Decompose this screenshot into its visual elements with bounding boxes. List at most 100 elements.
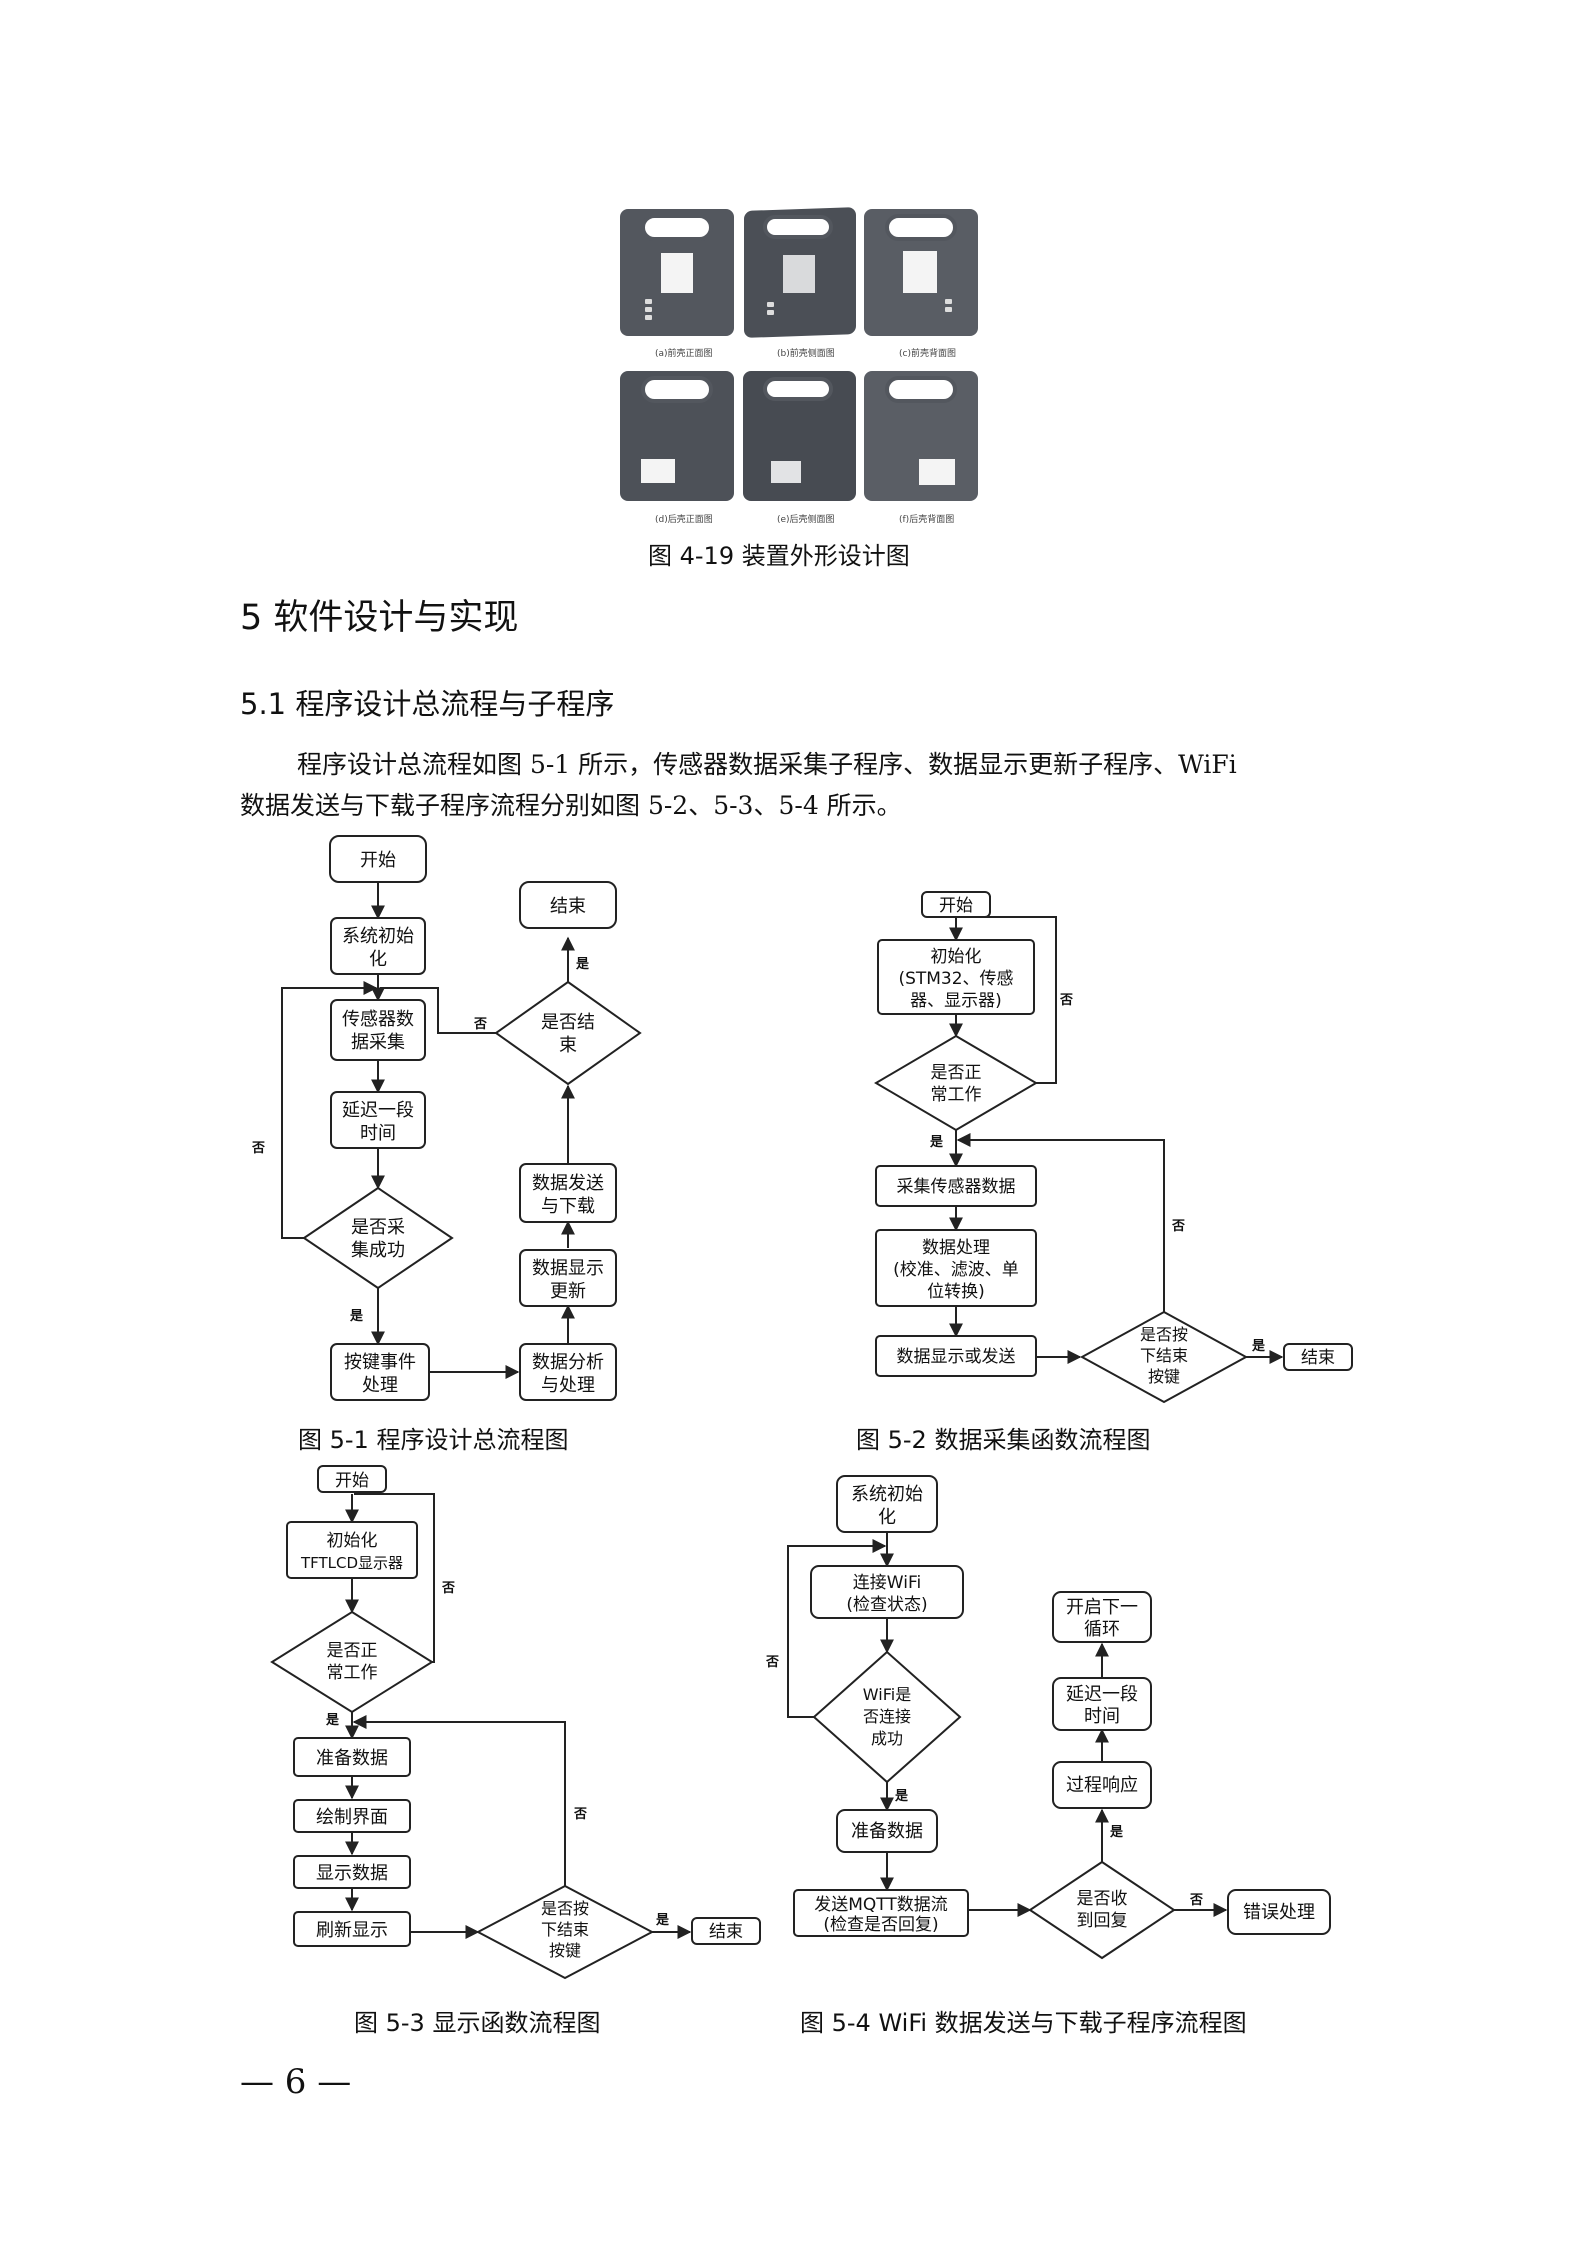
process-response-node: 过程响应 [1052, 1761, 1152, 1809]
thumb-caption: (c)前壳背面图 [899, 349, 956, 359]
thumb-caption: (e)后壳侧面图 [777, 515, 835, 525]
end-key-decision: 是否按 下结束 按键 [475, 1884, 655, 1980]
svg-text:数据分析: 数据分析 [532, 1352, 604, 1373]
svg-text:(检查是否回复): (检查是否回复) [823, 1915, 938, 1935]
svg-text:WiFi是: WiFi是 [863, 1685, 911, 1704]
svg-text:结束: 结束 [709, 1922, 743, 1942]
system-init-node: 系统初始 化 [836, 1475, 938, 1533]
no-label: 否 [251, 1141, 265, 1156]
svg-text:是否采: 是否采 [351, 1217, 405, 1238]
no-label: 否 [441, 1581, 455, 1596]
svg-text:错误处理: 错误处理 [1243, 1902, 1315, 1923]
no-label: 否 [765, 1655, 779, 1670]
system-init-node: 系统初始 化 [330, 917, 426, 975]
no-label: 否 [1171, 1219, 1185, 1234]
thumb-caption: (a)前壳正面图 [655, 349, 713, 359]
end-node: 结束 [691, 1917, 761, 1945]
body-paragraph-line-1: 程序设计总流程如图 5-1 所示，传感器数据采集子程序、数据显示更新子程序、Wi… [297, 750, 1237, 779]
wifi-connected-decision: WiFi是 否连接 成功 [812, 1650, 962, 1784]
svg-text:延迟一段: 延迟一段 [1066, 1684, 1138, 1705]
svg-text:是否正: 是否正 [931, 1063, 982, 1083]
svg-text:连接WiFi: 连接WiFi [853, 1573, 921, 1593]
svg-text:下结束: 下结束 [541, 1920, 589, 1939]
figure-5-3-caption: 图 5-3 显示函数流程图 [354, 2009, 601, 2037]
svg-text:(校准、滤波、单: (校准、滤波、单 [893, 1260, 1019, 1280]
rear-shell-side-view: (e)后壳侧面图 [741, 369, 857, 529]
svg-text:准备数据: 准备数据 [851, 1821, 923, 1842]
svg-text:化: 化 [369, 949, 387, 970]
svg-text:按键: 按键 [549, 1941, 581, 1960]
svg-text:开始: 开始 [335, 1471, 369, 1491]
flowchart-5-2: 否 是 否 是 开始 初始化 (STM32、传感 器、显示器) 是否正 常工作 … [874, 891, 1353, 1404]
svg-text:开始: 开始 [939, 896, 973, 916]
yes-label: 是 [929, 1135, 944, 1150]
thumb-caption: (f)后壳背面图 [899, 515, 955, 525]
yes-label: 是 [575, 957, 590, 972]
start-node: 开始 [921, 891, 991, 918]
svg-text:时间: 时间 [360, 1123, 396, 1144]
error-handling-node: 错误处理 [1227, 1889, 1331, 1935]
subsection-heading: 5.1 程序设计总流程与子程序 [240, 687, 615, 721]
front-shell-side-view: (b)前壳侧面图 [741, 207, 857, 359]
no-label: 否 [473, 1017, 487, 1032]
start-node: 开始 [317, 1465, 387, 1493]
svg-text:(STM32、传感: (STM32、传感 [898, 969, 1013, 989]
svg-text:按键事件: 按键事件 [344, 1352, 416, 1373]
svg-text:(检查状态): (检查状态) [846, 1595, 927, 1615]
delay-node: 延迟一段 时间 [1052, 1677, 1152, 1731]
collect-sensor-node: 采集传感器数据 [875, 1165, 1037, 1207]
svg-text:过程响应: 过程响应 [1066, 1775, 1138, 1796]
svg-text:传感器数: 传感器数 [342, 1009, 414, 1030]
figure-4-19-caption: 图 4-19 装置外形设计图 [648, 542, 910, 570]
svg-text:系统初始: 系统初始 [342, 926, 414, 947]
svg-text:准备数据: 准备数据 [316, 1748, 388, 1769]
svg-text:下结束: 下结束 [1140, 1346, 1188, 1365]
section-heading: 5 软件设计与实现 [240, 598, 519, 638]
front-shell-front-view: (a)前壳正面图 [619, 207, 735, 359]
svg-text:按键: 按键 [1148, 1367, 1180, 1386]
svg-text:绘制界面: 绘制界面 [316, 1807, 388, 1828]
svg-text:成功: 成功 [871, 1729, 903, 1748]
thumb-caption: (b)前壳侧面图 [777, 349, 835, 359]
svg-text:数据处理: 数据处理 [922, 1238, 990, 1258]
svg-text:是否结: 是否结 [541, 1012, 595, 1033]
no-label: 否 [1189, 1893, 1203, 1908]
prepare-data-node: 准备数据 [293, 1737, 411, 1777]
no-label: 否 [573, 1807, 587, 1822]
end-key-decision: 是否按 下结束 按键 [1079, 1310, 1249, 1404]
sensor-collect-node: 传感器数 据采集 [330, 999, 426, 1061]
draw-ui-node: 绘制界面 [293, 1799, 411, 1833]
init-node: 初始化 (STM32、传感 器、显示器) [877, 939, 1035, 1015]
normal-work-decision: 是否正 常工作 [874, 1034, 1038, 1132]
connect-wifi-node: 连接WiFi (检查状态) [810, 1565, 964, 1619]
device-design-figure: (a)前壳正面图 (b)前壳侧面图 (c)前壳背面图 (d)后壳正面图 (e)后… [619, 207, 979, 532]
end-decision: 是否结 束 [494, 980, 642, 1086]
yes-label: 是 [1251, 1339, 1266, 1354]
normal-work-decision: 是否正 常工作 [270, 1610, 434, 1714]
svg-text:初始化: 初始化 [931, 947, 982, 967]
thumb-caption: (d)后壳正面图 [655, 515, 713, 525]
svg-text:是否正: 是否正 [327, 1641, 378, 1661]
svg-text:化: 化 [878, 1507, 896, 1528]
svg-text:常工作: 常工作 [931, 1085, 982, 1105]
end-node: 结束 [519, 881, 617, 929]
body-paragraph-line-2: 数据发送与下载子程序流程分别如图 5-2、5-3、5-4 所示。 [240, 791, 902, 820]
data-process-node: 数据处理 (校准、滤波、单 位转换) [875, 1229, 1037, 1307]
figure-5-4-caption: 图 5-4 WiFi 数据发送与下载子程序流程图 [800, 2009, 1247, 2037]
svg-text:初始化: 初始化 [327, 1531, 378, 1551]
svg-text:与处理: 与处理 [541, 1375, 595, 1396]
yes-label: 是 [655, 1913, 670, 1928]
data-display-node: 数据显示 更新 [519, 1249, 617, 1307]
refresh-display-node: 刷新显示 [293, 1911, 411, 1947]
data-send-node: 数据发送 与下载 [519, 1163, 617, 1223]
no-label: 否 [1059, 993, 1073, 1008]
rear-shell-back-view: (f)后壳背面图 [863, 369, 979, 529]
yes-label: 是 [325, 1713, 340, 1728]
svg-text:常工作: 常工作 [327, 1663, 378, 1683]
next-loop-node: 开启下一 循环 [1052, 1591, 1152, 1643]
svg-text:是否按: 是否按 [541, 1899, 589, 1918]
svg-text:结束: 结束 [550, 896, 586, 917]
delay-node: 延迟一段 时间 [330, 1091, 426, 1149]
svg-text:是否收: 是否收 [1077, 1889, 1128, 1909]
svg-text:束: 束 [559, 1035, 577, 1056]
